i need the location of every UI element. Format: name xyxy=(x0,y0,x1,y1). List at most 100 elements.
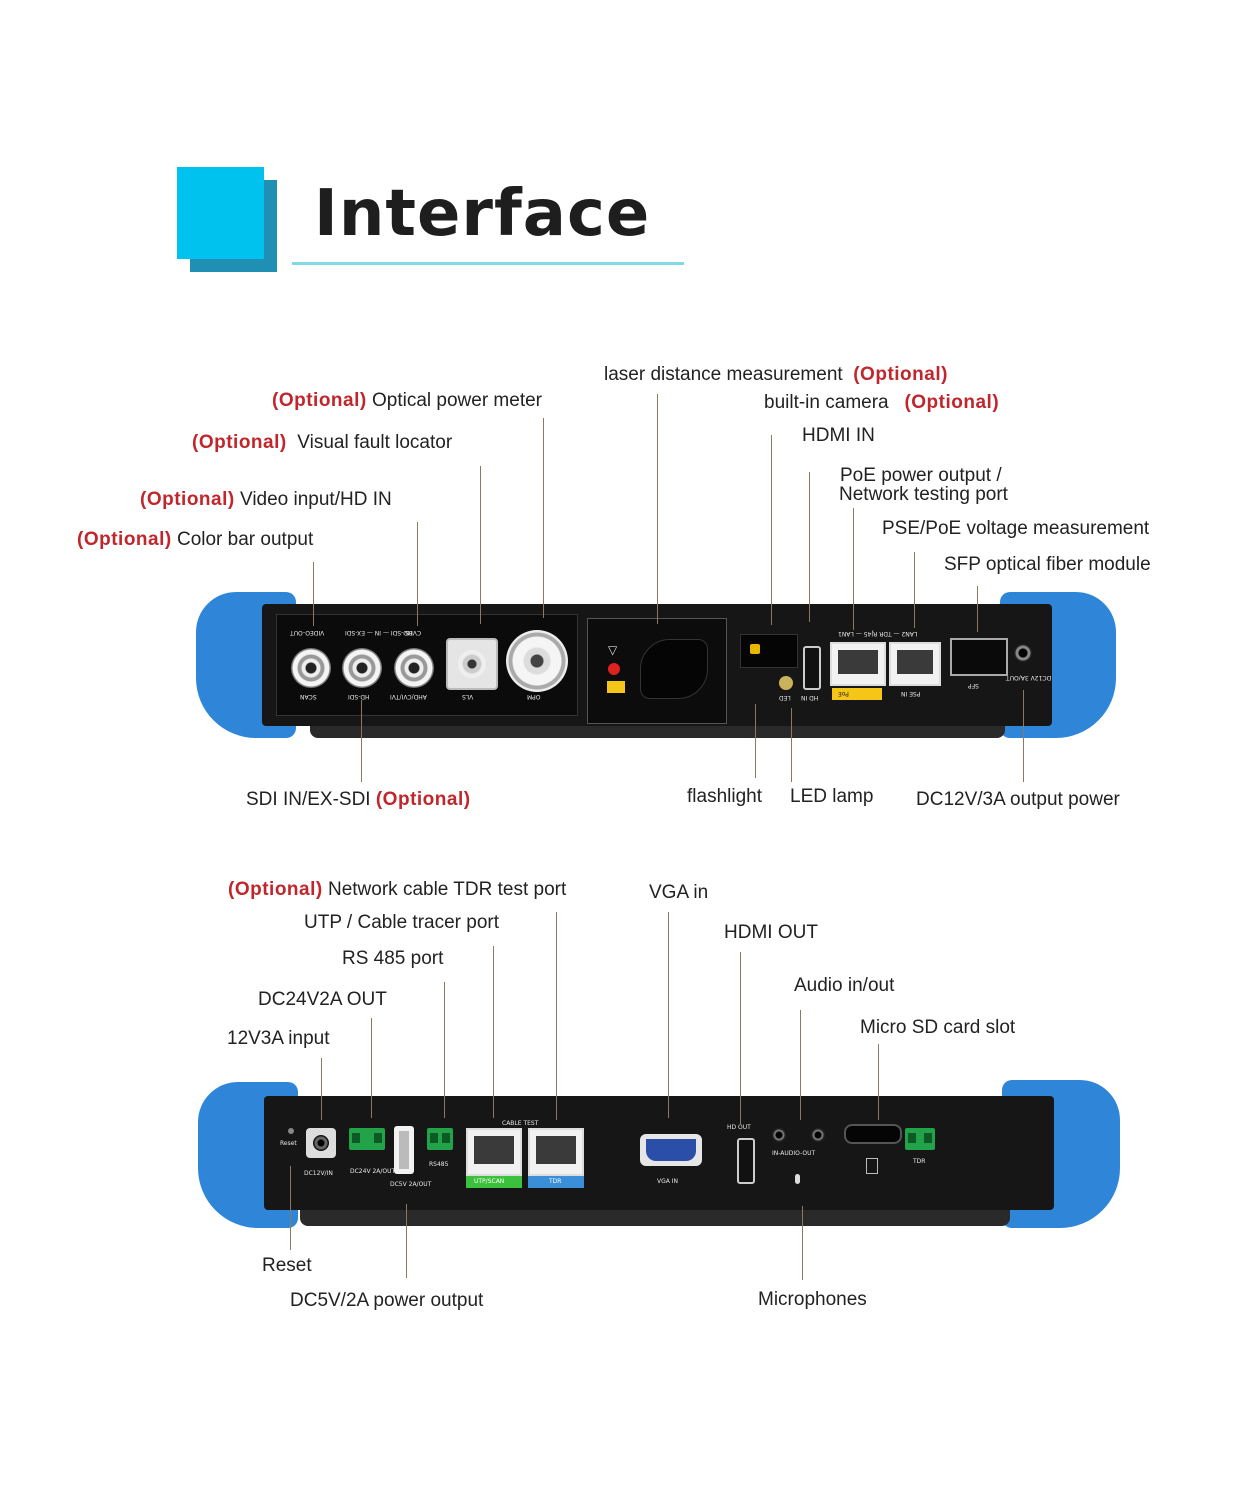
leader-vga xyxy=(668,912,669,1118)
label-opm: (Optional) Optical power meter xyxy=(272,390,542,412)
label-12v: 12V3A input xyxy=(227,1028,330,1049)
tdr-tag: TDR xyxy=(528,1176,584,1188)
optional-tag: (Optional) xyxy=(904,392,1000,413)
utp-scan-port[interactable] xyxy=(466,1128,522,1176)
print-cvbs: CVBS xyxy=(405,629,422,636)
leader-12v xyxy=(321,1058,322,1120)
print-hd-out: HD OUT xyxy=(727,1124,751,1131)
print-pse-in: PSE IN xyxy=(901,690,921,697)
label-reset: Reset xyxy=(262,1255,312,1276)
leader-hdmi-out xyxy=(740,952,741,1124)
tdr-port[interactable] xyxy=(528,1128,584,1176)
poe-lan-port[interactable] xyxy=(830,642,886,686)
label-rs485: RS 485 port xyxy=(342,948,444,969)
sdi-bnc[interactable] xyxy=(342,648,382,688)
hdmi-in-port[interactable] xyxy=(803,646,821,690)
leader-dc5v xyxy=(406,1204,407,1278)
leader-microsd xyxy=(878,1044,879,1120)
print-utp-scan: UTP/SCAN xyxy=(474,1178,505,1185)
hdmi-out-port[interactable] xyxy=(737,1138,755,1184)
print-opm: OPM xyxy=(527,693,541,700)
print-tdr: TDR xyxy=(549,1178,562,1185)
label-laser: laser distance measurement (Optional) xyxy=(604,364,948,386)
label-vfl: (Optional) Visual fault locator xyxy=(192,432,452,454)
sfp-slot[interactable] xyxy=(950,638,1008,676)
print-led: LED xyxy=(779,694,791,701)
leader-video-in xyxy=(417,522,418,626)
leader-hdmi-in xyxy=(809,472,810,622)
color-bar-bnc[interactable] xyxy=(291,648,331,688)
audio-out-jack[interactable] xyxy=(811,1128,825,1142)
label-poe-1: PoE power output / xyxy=(840,465,1002,486)
dc12v-in-port[interactable] xyxy=(306,1128,336,1158)
label-color-bar-text: Color bar output xyxy=(176,529,314,550)
print-cable-test: CABLE TEST xyxy=(502,1120,539,1127)
leader-vfl xyxy=(480,466,481,624)
leader-mic xyxy=(802,1206,803,1280)
usb-port[interactable] xyxy=(394,1126,414,1174)
label-hdmi-out: HDMI OUT xyxy=(724,922,818,943)
label-opm-text: Optical power meter xyxy=(371,390,542,411)
leader-tdr xyxy=(556,912,557,1120)
leader-laser xyxy=(657,394,658,624)
pse-lan-port[interactable] xyxy=(889,642,941,686)
leader-rs485 xyxy=(444,982,445,1118)
leader-opm xyxy=(543,418,544,618)
dc12v-out-port[interactable] xyxy=(1014,644,1032,662)
audio-in-jack[interactable] xyxy=(772,1128,786,1142)
leader-dc24v xyxy=(371,1018,372,1118)
dc24v-terminal[interactable] xyxy=(349,1128,385,1150)
print-dc12vin: DC12V/IN xyxy=(304,1170,333,1177)
video-in-bnc[interactable] xyxy=(394,648,434,688)
sd-card-icon xyxy=(866,1158,878,1174)
optional-tag: (Optional) xyxy=(192,432,287,453)
print-lan: LAN2 — TDR RJ45 — LAN1 xyxy=(838,630,918,637)
leader-sdi xyxy=(361,700,362,782)
label-laser-text: laser distance measurement xyxy=(604,364,843,385)
reset-hole[interactable] xyxy=(288,1128,294,1134)
camera-window xyxy=(740,634,798,668)
optional-tag: (Optional) xyxy=(228,879,323,900)
label-dc5v: DC5V/2A power output xyxy=(290,1290,484,1311)
label-led: LED lamp xyxy=(790,786,874,807)
laser-caution-icon xyxy=(607,681,625,693)
label-microsd: Micro SD card slot xyxy=(860,1017,1016,1038)
print-dc5v: DC5V 2A/OUT xyxy=(390,1181,432,1188)
print-vga-in: VGA IN xyxy=(657,1178,679,1185)
title-underline xyxy=(292,262,684,265)
vfl-port[interactable] xyxy=(446,638,498,690)
optional-tag: (Optional) xyxy=(140,489,235,510)
print-audio: IN-AUDIO-OUT xyxy=(772,1150,816,1157)
page-title: Interface xyxy=(314,177,651,251)
microsd-slot[interactable] xyxy=(844,1124,902,1144)
print-dc24v: DC24V 2A/OUT xyxy=(350,1168,396,1175)
opm-port[interactable] xyxy=(506,630,568,692)
print-sfp: SFP xyxy=(968,682,979,689)
tdr-terminal[interactable] xyxy=(905,1128,935,1150)
utp-scan-tag: UTP/SCAN xyxy=(466,1176,522,1188)
poe-lan-socket xyxy=(838,650,878,674)
vga-port[interactable] xyxy=(640,1134,702,1166)
print-tdr2: TDR xyxy=(913,1158,926,1165)
label-sdi: SDI IN/EX-SDI (Optional) xyxy=(246,789,471,811)
label-vga: VGA in xyxy=(649,882,709,903)
label-color-bar: (Optional) Color bar output xyxy=(77,529,313,551)
leader-sfp xyxy=(977,586,978,632)
rs485-terminal[interactable] xyxy=(427,1128,453,1150)
title-icon-front xyxy=(177,167,264,259)
laser-window[interactable] xyxy=(640,639,708,699)
label-sdi-text: SDI IN/EX-SDI xyxy=(246,789,371,810)
laser-module: ▽ xyxy=(587,618,727,724)
label-sfp: SFP optical fiber module xyxy=(944,554,1151,575)
optional-tag: (Optional) xyxy=(375,789,471,810)
print-ex-sdi: HD-SDI — IN — EX-SDI xyxy=(345,629,413,636)
leader-reset xyxy=(290,1166,291,1250)
print-rs485: RS485 xyxy=(429,1161,449,1168)
print-poe: PoE xyxy=(838,690,849,697)
poe-tag: PoE xyxy=(832,688,882,700)
label-video-in-text: Video input/HD IN xyxy=(239,489,392,510)
label-hdmi-in: HDMI IN xyxy=(802,425,875,446)
microphone-icon xyxy=(795,1174,800,1184)
optional-tag: (Optional) xyxy=(272,390,367,411)
leader-dc12v xyxy=(1023,690,1024,782)
